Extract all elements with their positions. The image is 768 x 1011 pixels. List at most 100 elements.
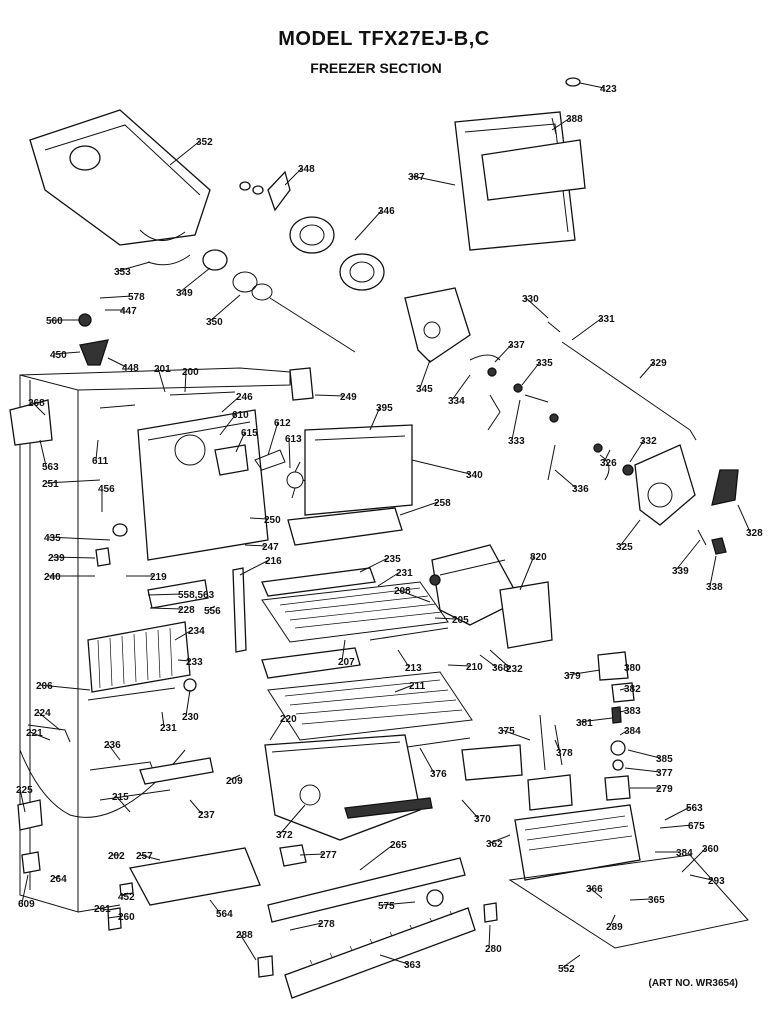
part-label-236: 236 [104, 740, 121, 751]
callout-leader-257 [139, 854, 161, 861]
callout-leader-450 [53, 351, 81, 355]
icemaker [429, 544, 553, 649]
part-label-448: 448 [122, 363, 139, 374]
callout-leader-609 [21, 874, 29, 904]
part-label-563: 563 [686, 803, 703, 814]
part-label-610: 610 [232, 410, 249, 421]
callout-leader-377 [624, 767, 661, 773]
model-title: MODEL TFX27EJ-B,C [278, 28, 490, 50]
part-label-277: 277 [320, 850, 337, 861]
callout-leader-237 [189, 799, 203, 815]
callout-leader-228 [149, 607, 183, 610]
callout-leader-382 [619, 687, 629, 691]
part-label-234: 234 [188, 626, 205, 637]
part-label-260: 260 [118, 912, 135, 923]
callout-leader-334 [451, 374, 471, 401]
callout-leader-337 [494, 343, 513, 363]
part-label-370: 370 [474, 814, 491, 825]
part-label-380: 380 [624, 663, 641, 674]
part-label-615: 615 [241, 428, 258, 439]
callout-leader-231 [161, 711, 165, 728]
callout-leader-338 [709, 555, 717, 587]
part-label-560: 560 [46, 316, 63, 327]
defrost-heater-and-trough [19, 724, 214, 818]
callout-leader-216 [239, 559, 270, 576]
part-label-279: 279 [656, 784, 673, 795]
part-label-278: 278 [318, 919, 335, 930]
callout-leader-384 [619, 729, 629, 736]
part-label-331: 331 [598, 314, 615, 325]
callout-leader-350 [209, 294, 241, 322]
part-label-240: 240 [44, 572, 61, 583]
callout-leader-423 [579, 82, 605, 89]
callout-leader-333 [511, 399, 521, 441]
part-label-423: 423 [600, 84, 617, 95]
callout-leader-385 [627, 749, 661, 759]
callout-leader-239 [51, 556, 96, 559]
part-label-340: 340 [466, 470, 483, 481]
callout-leader-277 [299, 853, 325, 856]
callout-leader-380 [624, 664, 629, 668]
part-label-384: 384 [624, 726, 641, 737]
callout-leader-232 [489, 649, 511, 669]
callout-leader-564 [209, 899, 221, 914]
part-label-613: 613 [285, 434, 302, 445]
callout-leader-820 [519, 555, 535, 591]
callout-leader-209 [229, 774, 241, 781]
part-label-383: 383 [624, 706, 641, 717]
part-label-335: 335 [536, 358, 553, 369]
callout-leader-288 [239, 933, 257, 961]
callout-leader-375 [501, 729, 531, 741]
part-label-280: 280 [485, 944, 502, 955]
part-label-395: 395 [376, 403, 393, 414]
callout-leader-330 [525, 297, 549, 319]
part-label-378: 378 [556, 748, 573, 759]
callout-leader-328 [737, 504, 751, 533]
callout-leader-200 [184, 370, 187, 393]
callout-leader-210 [447, 664, 471, 667]
auger-motor [622, 444, 739, 555]
callout-leader-230 [185, 689, 191, 717]
part-label-261: 261 [94, 904, 111, 915]
duct-cover [304, 424, 413, 516]
callout-leader-325 [619, 519, 641, 547]
callout-leader-249 [314, 394, 345, 397]
part-label-366: 366 [586, 884, 603, 895]
part-label-233: 233 [186, 657, 203, 668]
part-label-611: 611 [92, 456, 109, 467]
callout-leader-326 [603, 449, 611, 463]
part-label-231: 231 [396, 568, 413, 579]
callout-leader-610 [219, 413, 237, 436]
part-label-376: 376 [430, 769, 447, 780]
callout-leader-395 [369, 406, 381, 431]
part-label-375: 375 [498, 726, 515, 737]
callout-leader-615 [235, 431, 246, 453]
part-label-348: 348 [298, 164, 315, 175]
callout-leader-612 [267, 421, 279, 456]
callout-leader-261 [97, 907, 109, 911]
part-label-336: 336 [572, 484, 589, 495]
part-label-228: 228 [178, 605, 195, 616]
part-label-345: 345 [416, 384, 433, 395]
callout-leader-379 [567, 669, 601, 676]
part-label-388: 388 [566, 114, 583, 125]
callout-leader-225 [19, 788, 26, 813]
freezer-shelves [261, 567, 473, 749]
part-label-387: 387 [408, 172, 425, 183]
part-label-385: 385 [656, 754, 673, 765]
callout-leader-247 [244, 544, 267, 547]
callout-leader-208 [397, 589, 431, 603]
part-label-381: 381 [576, 718, 593, 729]
dispenser-linkage [469, 321, 697, 481]
callout-leader-336 [554, 469, 577, 489]
part-label-338: 338 [706, 582, 723, 593]
callout-leader-278 [289, 922, 323, 931]
part-label-556: 556 [204, 606, 221, 617]
part-label-349: 349 [176, 288, 193, 299]
callout-leader-206 [39, 684, 91, 691]
callout-leader-365 [629, 898, 653, 901]
control-housing [461, 744, 749, 949]
callout-leader-289 [609, 914, 616, 927]
callout-leader-205 [434, 617, 457, 620]
